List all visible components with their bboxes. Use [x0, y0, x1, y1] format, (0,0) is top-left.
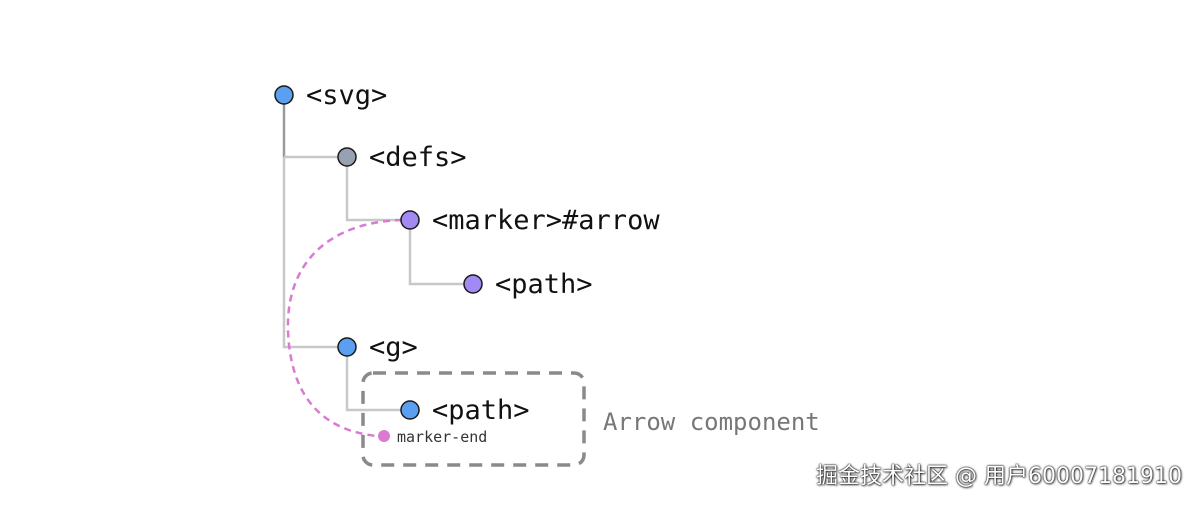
node-dot-icon	[274, 85, 294, 105]
tree-connectors	[282, 104, 465, 412]
marker-end-dot-icon	[378, 430, 390, 442]
connector-marker-to-path	[408, 229, 465, 286]
node-label-g: <g>	[369, 332, 418, 363]
node-marker-path: <path>	[463, 269, 593, 300]
node-label-marker: <marker>#arrow	[432, 205, 660, 236]
arrow-component-label: Arrow component	[603, 408, 820, 436]
node-label-marker-path: <path>	[495, 269, 593, 300]
node-dot-icon	[463, 274, 483, 294]
node-g: <g>	[337, 332, 418, 363]
node-dot-icon	[337, 337, 357, 357]
node-marker: <marker>#arrow	[400, 205, 660, 236]
arrow-component-box	[361, 371, 586, 467]
node-dot-icon	[400, 400, 420, 420]
node-label-g-path: <path>	[432, 395, 530, 426]
connector-svg-vertical-bottom	[282, 157, 339, 349]
connector-defs-to-marker	[345, 166, 402, 222]
node-label-defs: <defs>	[369, 142, 467, 173]
marker-end-label: marker-end	[397, 428, 487, 446]
node-dot-icon	[400, 210, 420, 230]
watermark: 掘金技术社区 @ 用户60007181910	[816, 464, 1182, 489]
node-defs: <defs>	[337, 142, 467, 173]
node-svg: <svg>	[274, 80, 387, 111]
marker-end-link	[286, 218, 403, 438]
node-label-svg: <svg>	[306, 80, 387, 111]
connector-g-to-path	[345, 356, 402, 412]
marker-end-attribute: marker-end	[378, 428, 487, 446]
node-dot-icon	[337, 147, 357, 167]
node-g-path: <path>	[400, 395, 530, 426]
